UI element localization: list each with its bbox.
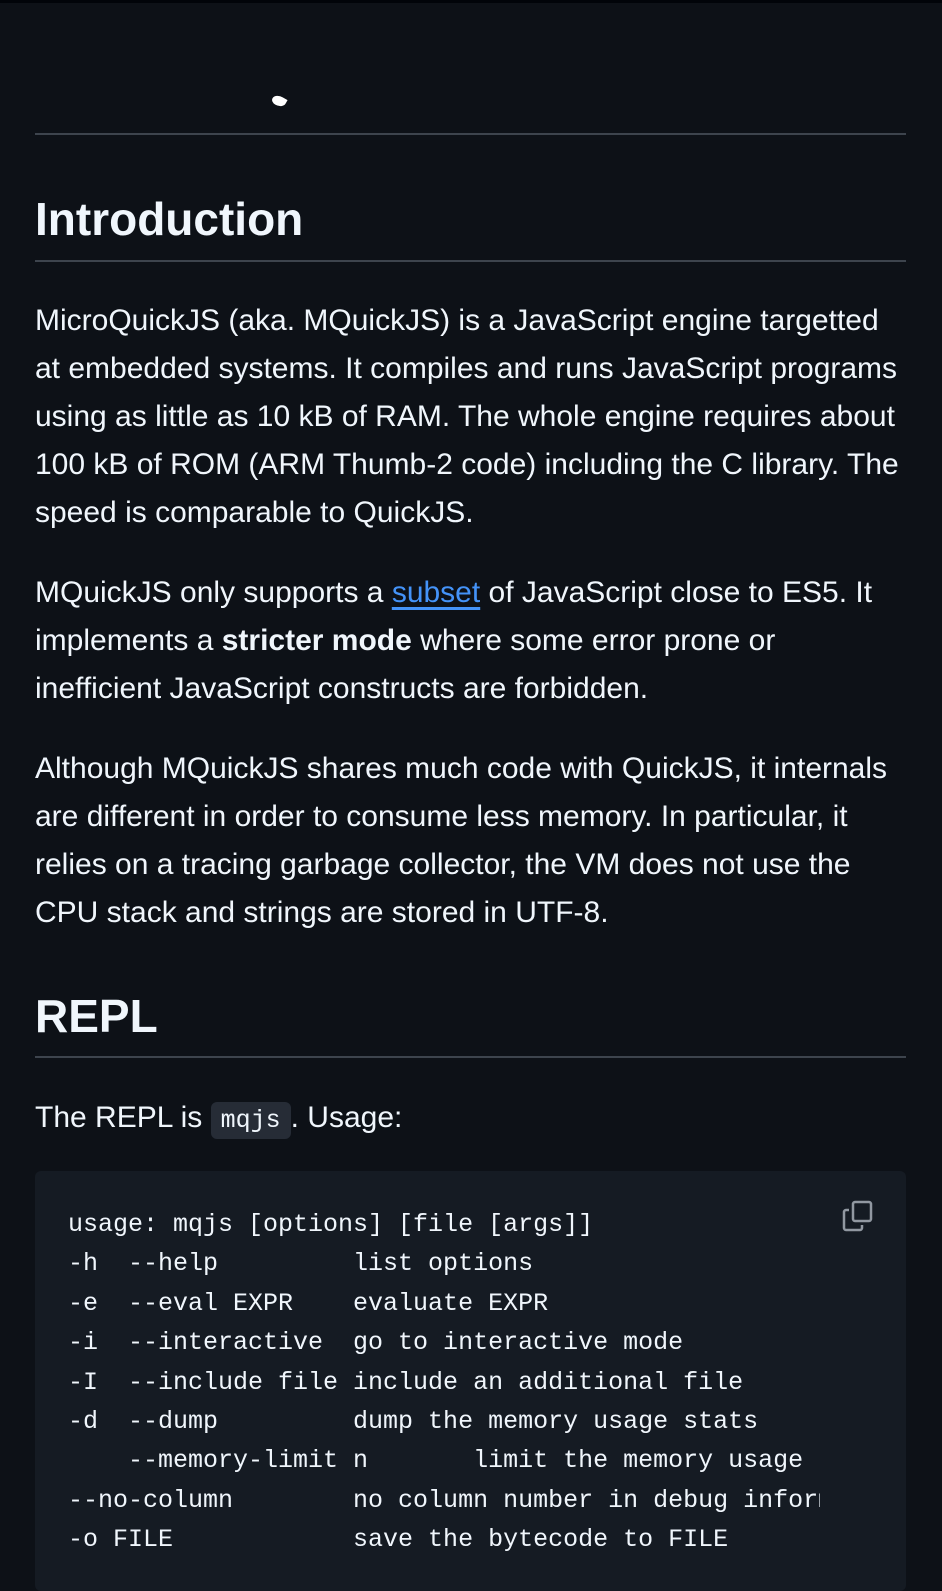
code-line: -e --eval EXPR evaluate EXPR	[68, 1288, 549, 1318]
text: MQuickJS only supports a	[35, 576, 392, 609]
code-block: usage: mqjs [options] [file [args]] -h --…	[35, 1171, 906, 1591]
divider	[35, 133, 906, 135]
code-line: --memory-limit n limit the memory usage …	[128, 1446, 820, 1476]
bold-text: stricter mode	[221, 624, 412, 657]
code-line: -I --include file include an additional …	[68, 1367, 744, 1397]
copy-icon[interactable]	[841, 1199, 875, 1233]
code-text[interactable]: usage: mqjs [options] [file [args]] -h --…	[68, 1205, 820, 1560]
code-line: -o FILE save the bytecode to FILE	[68, 1525, 729, 1555]
heading-introduction: Introduction	[35, 193, 304, 245]
code-line: --no-column no column number in debug in…	[68, 1485, 820, 1515]
cursor-artifact	[270, 93, 288, 109]
text: The REPL is	[35, 1101, 211, 1134]
repl-paragraph: The REPL is mqjs. Usage:	[35, 1094, 906, 1145]
code-line: -d --dump dump the memory usage stats	[68, 1407, 759, 1437]
code-line: usage: mqjs [options] [file [args]]	[68, 1210, 594, 1239]
intro-paragraph-3: Although MQuickJS shares much code with …	[35, 752, 888, 929]
intro-paragraph-2: MQuickJS only supports a subset of JavaS…	[35, 569, 906, 713]
divider	[35, 1056, 906, 1058]
heading-repl: REPL	[35, 990, 158, 1042]
text: of JavaScript close to ES5. It implement…	[35, 576, 873, 657]
subset-link[interactable]: subset	[391, 576, 481, 609]
text: . Usage:	[290, 1101, 403, 1134]
text: where some error prone or inefficient Ja…	[35, 624, 776, 705]
divider	[35, 260, 906, 262]
inline-code: mqjs	[210, 1102, 291, 1139]
code-line: -i --interactive go to interactive mode	[68, 1328, 684, 1358]
code-line: -h --help list options	[68, 1249, 534, 1279]
intro-paragraph-1: MicroQuickJS (aka. MQuickJS) is a JavaSc…	[35, 304, 899, 529]
